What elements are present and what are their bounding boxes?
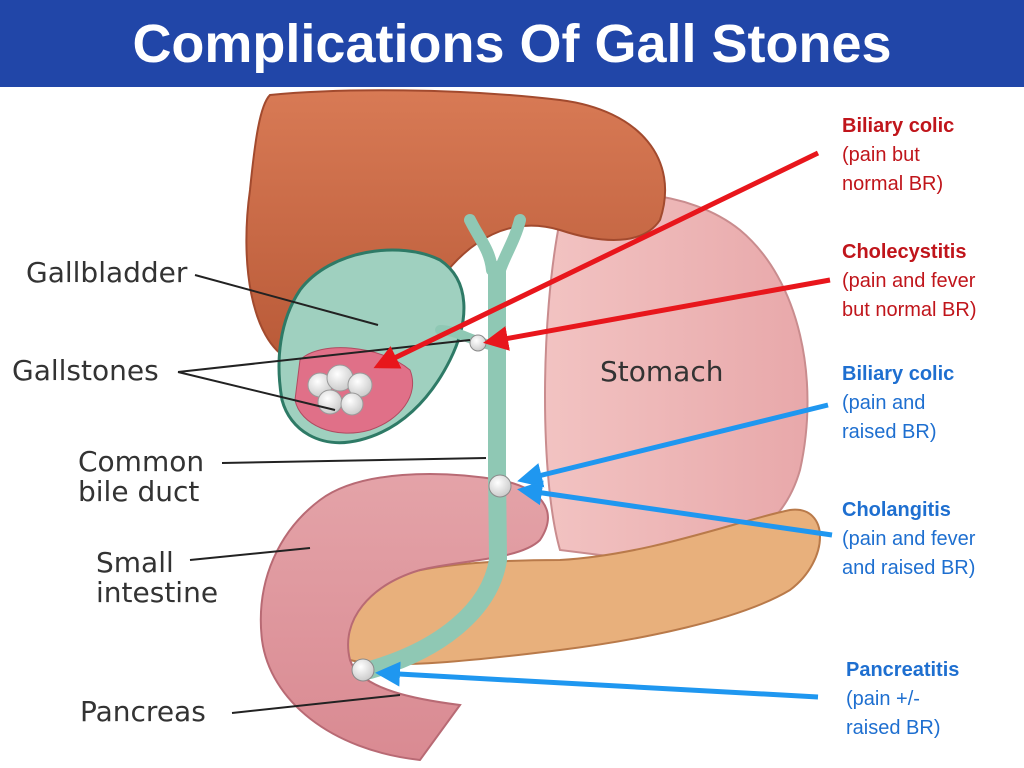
arrow-biliary-colic-blue [517,402,829,488]
slide-title: Complications Of Gall Stones [132,13,892,74]
complication-name: Biliary colic [842,363,955,385]
label-common-bile-duct-line1: Common [78,445,205,478]
label-small-intestine-line2: intestine [96,576,219,609]
label-common-bile-duct: Common bile duct [78,447,204,507]
label-small-intestine: Small intestine [96,548,218,608]
complication-desc: (pain and raised BR) [842,392,937,443]
complication-desc: (pain +/- raised BR) [846,688,941,739]
complication-biliary-colic-blue: Biliary colic (pain and raised BR) [842,360,1022,447]
label-small-intestine-line1: Small [96,546,174,579]
anatomy-leader-lines [177,274,487,714]
arrow-cholangitis [517,480,833,538]
common-bile-duct [361,261,508,679]
arrow-biliary-colic-red [373,150,820,369]
complication-name: Cholangitis [842,499,951,521]
complication-desc: (pain but normal BR) [842,144,944,195]
stone-cystic-duct [469,334,487,352]
label-common-bile-duct-line2: bile duct [78,475,200,508]
stomach-shape [544,193,809,562]
complication-cholangitis: Cholangitis (pain and fever and raised B… [842,496,1022,583]
label-stomach: Stomach [600,355,724,388]
label-pancreas: Pancreas [80,695,206,728]
complication-name: Cholecystitis [842,241,967,263]
stone-common-bile-duct [488,474,512,498]
complication-biliary-colic-red: Biliary colic (pain but normal BR) [842,112,1022,199]
arrow-cholecystitis [483,277,831,351]
arrow-pancreatitis [375,661,819,700]
complication-name: Pancreatitis [846,659,960,681]
stone-ampulla [351,658,375,682]
complication-desc: (pain and fever but normal BR) [842,270,977,321]
title-bar: Complications Of Gall Stones [0,0,1024,87]
label-gallbladder: Gallbladder [26,256,188,289]
complication-name: Biliary colic [842,115,955,137]
label-gallstones: Gallstones [12,354,159,387]
complication-desc: (pain and fever and raised BR) [842,528,976,579]
complication-pancreatitis: Pancreatitis (pain +/- raised BR) [846,656,1024,743]
complication-cholecystitis: Cholecystitis (pain and fever but normal… [842,238,1022,325]
